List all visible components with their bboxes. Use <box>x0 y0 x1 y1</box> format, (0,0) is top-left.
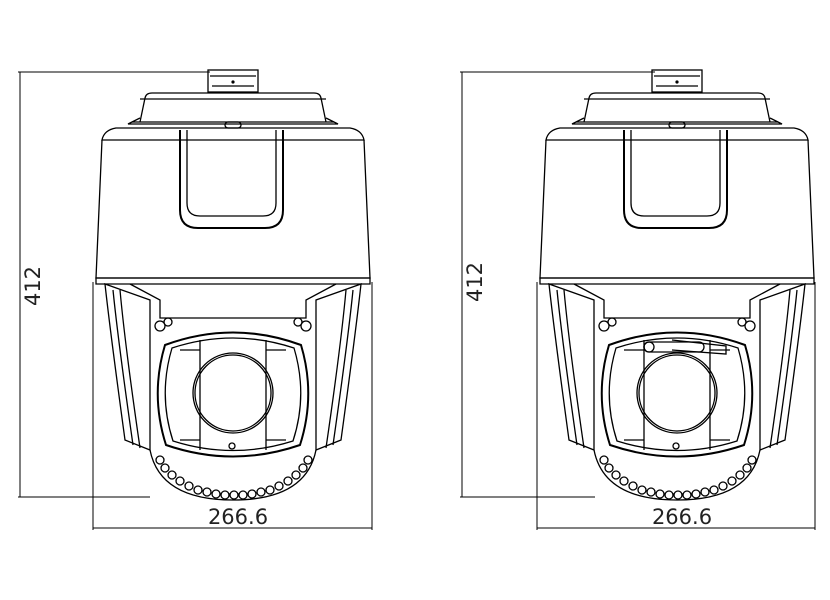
front-view: 412 266.6 <box>18 69 373 530</box>
height-dimension <box>18 71 210 498</box>
height-dimension <box>460 71 655 498</box>
width-dimension <box>92 282 373 530</box>
width-dimension <box>536 282 816 530</box>
camera-outline <box>95 69 371 501</box>
height-label: 412 <box>463 262 487 302</box>
front-view-with-wiper: 412 266.6 <box>460 69 816 530</box>
width-label: 266.6 <box>208 505 268 529</box>
width-label: 266.6 <box>652 505 712 529</box>
camera-outline <box>539 69 815 501</box>
wiper <box>643 339 727 355</box>
height-label: 412 <box>21 266 45 306</box>
